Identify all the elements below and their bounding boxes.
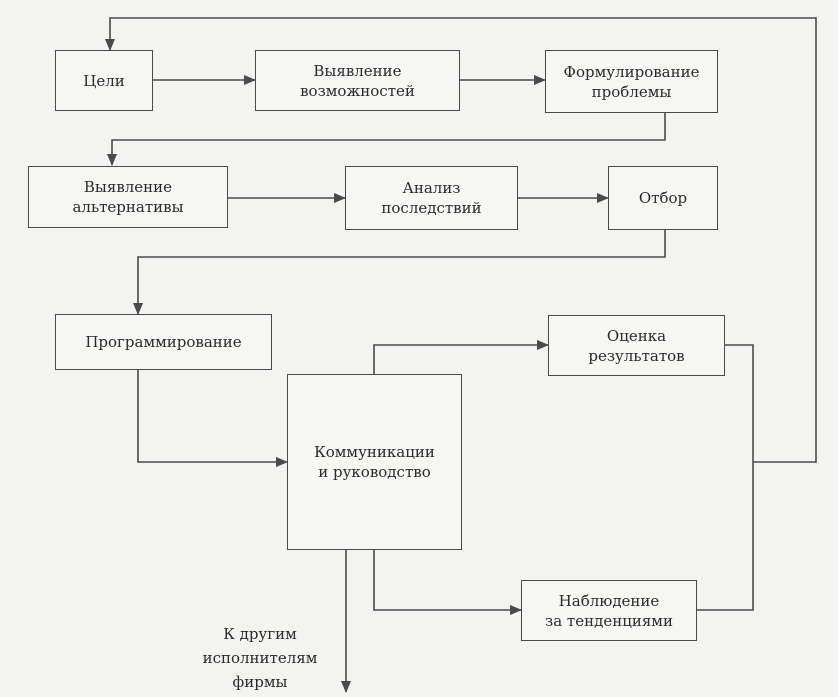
node-alternatives: Выявление альтернативы <box>28 166 228 228</box>
node-programming: Программирование <box>55 314 272 370</box>
arrow-communication-to-evaluation <box>373 340 549 374</box>
node-selection: Отбор <box>608 166 718 230</box>
node-consequences: Анализ последствий <box>345 166 518 230</box>
arrow-problem-to-alternatives <box>107 113 666 166</box>
arrow-selection-to-programming <box>133 230 666 315</box>
node-communication: Коммуникации и руководство <box>287 374 462 550</box>
node-trends: Наблюдение за тенденциями <box>521 580 697 641</box>
note-other-performers: К другим исполнителям фирмы <box>202 625 318 691</box>
arrow-programming-to-communication <box>137 370 288 467</box>
node-opportunities: Выявление возможностей <box>255 50 460 111</box>
node-problem: Формулирование проблемы <box>545 50 718 113</box>
feedback-loop-connector <box>105 17 817 463</box>
connector-trends-out <box>697 462 754 611</box>
node-evaluation: Оценка результатов <box>548 315 725 376</box>
arrow-communication-to-trends <box>373 550 522 615</box>
connector-evaluation-out <box>725 344 754 462</box>
node-goals: Цели <box>55 50 153 111</box>
